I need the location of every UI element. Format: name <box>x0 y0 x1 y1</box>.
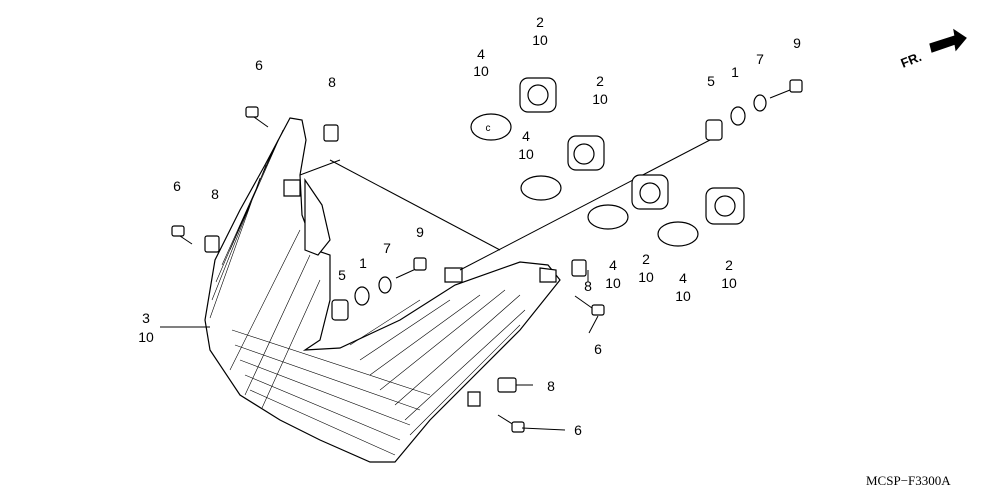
callout-9b: 9 <box>416 224 424 240</box>
clip-8c <box>571 259 587 277</box>
callout-4a-bottom: 10 <box>473 63 489 79</box>
callout-2b-bottom: 10 <box>592 91 608 107</box>
callout-6c: 6 <box>594 341 602 357</box>
adjuster-5b <box>331 299 349 321</box>
callout-1a: 1 <box>731 64 739 80</box>
bulb-4c <box>587 204 629 230</box>
callout-4b-bottom: 10 <box>518 146 534 162</box>
callout-4b-top: 4 <box>522 128 530 144</box>
callout-1b: 1 <box>359 255 367 271</box>
bulb-4a: c <box>470 113 512 141</box>
screw-6a <box>245 106 269 128</box>
callout-2a-top: 2 <box>536 14 544 30</box>
callout-8c: 8 <box>584 278 592 294</box>
callout-4d-bottom: 10 <box>675 288 691 304</box>
headlight-housing <box>204 117 711 463</box>
callout-7b: 7 <box>383 240 391 256</box>
callout-5a: 5 <box>707 73 715 89</box>
callout-9a: 9 <box>793 35 801 51</box>
socket-2b <box>567 135 605 171</box>
callout-8b: 8 <box>211 186 219 202</box>
socket-2d <box>705 187 745 225</box>
adjuster-5a <box>705 119 723 141</box>
washer-1b <box>354 286 370 306</box>
leader-lines <box>160 270 599 431</box>
callout-4d-top: 4 <box>679 270 687 286</box>
callout-2b-top: 2 <box>596 73 604 89</box>
callout-4c-top: 4 <box>609 257 617 273</box>
front-direction-indicator: FR. <box>899 28 967 71</box>
callout-4c-bottom: 10 <box>605 275 621 291</box>
callout-2c-bottom: 10 <box>638 269 654 285</box>
callout-6a: 6 <box>255 57 263 73</box>
clip-8b <box>204 235 220 253</box>
socket-2a <box>519 77 557 113</box>
screw-6c <box>574 295 605 316</box>
callout-5b: 5 <box>338 267 346 283</box>
callout-7a: 7 <box>756 51 764 67</box>
callout-labels: 4 10 2 10 2 10 4 10 5 1 7 9 6 8 6 8 3 10… <box>138 14 801 438</box>
socket-2c <box>631 174 669 210</box>
callout-2c-top: 2 <box>642 251 650 267</box>
callout-4a-top: 4 <box>477 46 485 62</box>
front-direction-label: FR. <box>899 49 924 71</box>
screw-9a <box>769 79 803 99</box>
callout-6d: 6 <box>574 422 582 438</box>
callout-8a: 8 <box>328 74 336 90</box>
washer-7b <box>378 276 392 294</box>
bulb-4d <box>657 221 699 247</box>
callout-6b: 6 <box>173 178 181 194</box>
callout-8d: 8 <box>547 378 555 394</box>
front-arrow-icon <box>929 28 967 53</box>
callout-2d-top: 2 <box>725 257 733 273</box>
bulb-4b <box>520 175 562 201</box>
screw-9b <box>395 257 427 279</box>
callout-3-top: 3 <box>142 310 150 326</box>
callout-2d-bottom: 10 <box>721 275 737 291</box>
washer-1a <box>730 106 746 126</box>
diagram-code: MCSP−F3300A <box>866 473 951 488</box>
screw-6b <box>171 225 193 245</box>
clip-8a <box>323 124 339 142</box>
screw-6d <box>497 414 525 433</box>
callout-2a-bottom: 10 <box>532 32 548 48</box>
washer-7a <box>753 94 767 112</box>
callout-3-bottom: 10 <box>138 329 154 345</box>
svg-text:c: c <box>486 123 491 134</box>
clip-8d <box>497 377 517 393</box>
